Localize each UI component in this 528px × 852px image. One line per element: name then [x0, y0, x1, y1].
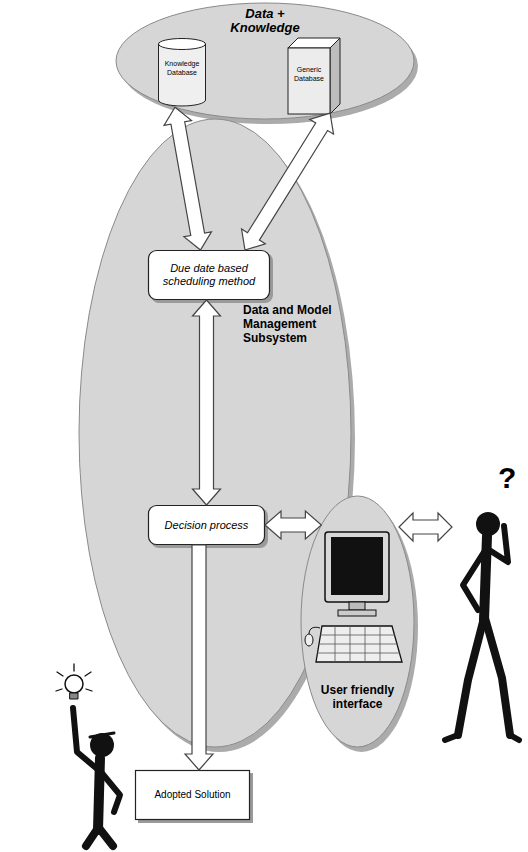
- text-holder: User friendly interface: [310, 683, 405, 711]
- node-label: Data and Model Management Subsystem: [243, 303, 343, 345]
- idea-person: [56, 664, 120, 846]
- person-arm: [486, 526, 508, 562]
- person-feet: [445, 735, 519, 740]
- node-label: Data + Knowledge: [225, 7, 305, 35]
- thinking-person: [445, 512, 519, 740]
- person-arm: [463, 552, 484, 610]
- cube-front: [288, 48, 330, 114]
- shape-outline: [149, 251, 270, 300]
- monitor-neck: [349, 602, 365, 610]
- interface-ellipse: User friendly interface: [300, 495, 415, 748]
- node-label: Due date based scheduling method: [154, 262, 264, 288]
- person-arm: [73, 708, 96, 768]
- cylinder-top: [159, 39, 206, 50]
- cube-side: [330, 38, 340, 114]
- text-holder: Data + Knowledge: [225, 7, 305, 35]
- process-box: Due date based scheduling method: [148, 250, 270, 300]
- person-arm: [101, 772, 120, 812]
- shape-outline: [136, 771, 250, 820]
- text-holder: Due date based scheduling method: [154, 262, 264, 288]
- subsystem-ellipse-shape: [78, 118, 352, 748]
- node-label: Decision process: [165, 519, 249, 532]
- text-holder: Knowledge Database: [160, 60, 204, 77]
- cylinder-body: [159, 44, 206, 106]
- question-mark: ?: [498, 462, 516, 494]
- text-holder: Generic Database: [290, 66, 328, 83]
- person-cap: [90, 733, 114, 737]
- keyboard: [316, 626, 402, 662]
- shape-outline: [149, 506, 265, 545]
- text-holder: Adopted Solution: [141, 789, 244, 801]
- keyboard-keys: [317, 626, 400, 662]
- text-holder: Decision process: [154, 519, 259, 532]
- person-head: [90, 733, 114, 757]
- solution-box: Adopted Solution: [135, 770, 250, 820]
- light-bulb: [65, 675, 83, 693]
- node-label: Generic Database: [290, 66, 328, 83]
- bulb-base: [70, 693, 78, 699]
- bulb-rays: [56, 664, 92, 691]
- person-leg: [458, 618, 484, 735]
- database-cylinder: Knowledge Database: [158, 38, 206, 106]
- cube-top: [288, 38, 340, 48]
- node-label: Knowledge Database: [160, 60, 204, 77]
- process-box: Decision process: [148, 505, 265, 545]
- monitor-stand: [338, 610, 376, 616]
- text-holder: Data and Model Management Subsystem: [243, 303, 343, 345]
- screen: [331, 537, 383, 595]
- subsystem-ellipse: Due date based scheduling methodDecision…: [78, 118, 352, 748]
- mouse: [305, 634, 313, 646]
- person-leg: [86, 828, 113, 846]
- database-cube: Generic Database: [288, 38, 340, 114]
- person-leg: [485, 618, 510, 735]
- shape-outline: [116, 3, 414, 119]
- user-arrow: [399, 513, 452, 541]
- data-knowledge-ellipse: Knowledge Database Generic Database Data +…: [115, 2, 415, 120]
- shape-outline: [301, 496, 414, 747]
- node-label: Adopted Solution: [154, 789, 230, 801]
- node-label: User friendly interface: [310, 683, 405, 711]
- monitor: [325, 532, 389, 602]
